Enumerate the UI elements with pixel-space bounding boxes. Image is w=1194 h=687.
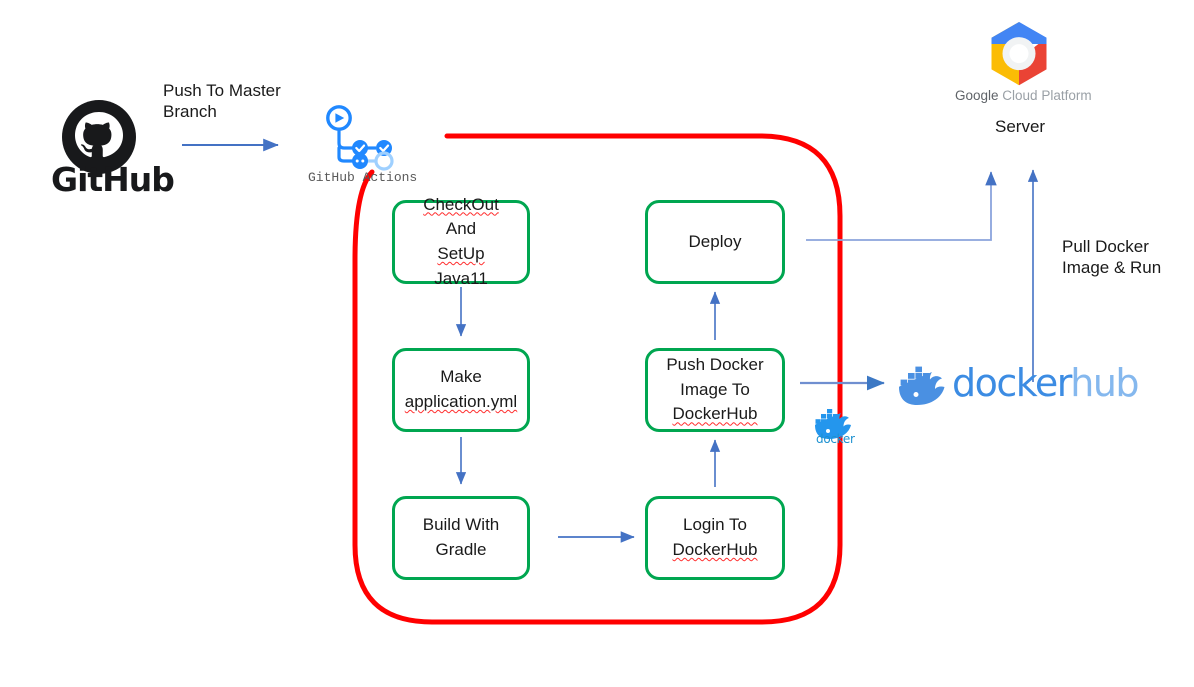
step-login-line1: Login To xyxy=(683,515,747,535)
docker-badge-label: docker xyxy=(816,432,855,446)
step-push-line2: Image To xyxy=(680,379,750,399)
server-label: Server xyxy=(995,117,1046,136)
pull-docker-image-label: Pull Docker Image & Run xyxy=(1062,237,1162,278)
step-push-docker-image[interactable]: Push Docker Image To DockerHub xyxy=(645,348,785,432)
google-cloud-platform-icon xyxy=(991,22,1047,86)
step-login-to-dockerhub[interactable]: Login To DockerHub xyxy=(645,496,785,580)
step-build-line2: Gradle xyxy=(435,540,487,559)
push-to-master-label: Push To Master Branch xyxy=(163,81,281,122)
gcp-brand-secondary: Cloud Platform xyxy=(998,88,1092,103)
step-make-yml-line1: Make xyxy=(440,367,482,387)
step-push-line1: Push Docker xyxy=(666,355,764,375)
docker-hub-word-primary: docker xyxy=(952,361,1072,405)
gcp-brand-caption: Google Cloud Platform xyxy=(955,88,1092,103)
github-actions-caption: GitHub Actions xyxy=(308,170,418,185)
github-octocat-icon xyxy=(62,100,136,174)
pipeline-boundary-path xyxy=(352,133,843,625)
step-make-application-yml[interactable]: Make application.yml xyxy=(392,348,530,432)
docker-hub-word-secondary: hub xyxy=(1070,361,1139,405)
step-build-line1: Build With xyxy=(422,515,500,535)
arrow-deploy-to-server xyxy=(806,171,997,241)
docker-whale-icon xyxy=(815,409,851,439)
docker-hub-wordmark: dockerhub xyxy=(952,361,1140,405)
github-wordmark: GitHub xyxy=(51,160,175,199)
step-build-with-gradle[interactable]: Build With Gradle xyxy=(392,496,530,580)
gcp-brand-primary: Google xyxy=(955,88,999,103)
step-push-line3: DockerHub xyxy=(672,404,758,424)
docker-hub-whale-icon xyxy=(899,366,945,405)
step-checkout-line1: CheckOut And xyxy=(423,194,499,239)
step-checkout-line2: SetUp Java11 xyxy=(434,244,488,288)
github-actions-icon xyxy=(326,105,394,171)
step-deploy[interactable]: Deploy xyxy=(645,200,785,284)
step-login-line2: DockerHub xyxy=(672,540,758,559)
step-checkout-and-setup-java[interactable]: CheckOut And SetUp Java11 xyxy=(392,195,530,288)
step-deploy-line1: Deploy xyxy=(688,231,742,251)
step-make-yml-line2: application.yml xyxy=(404,392,518,411)
